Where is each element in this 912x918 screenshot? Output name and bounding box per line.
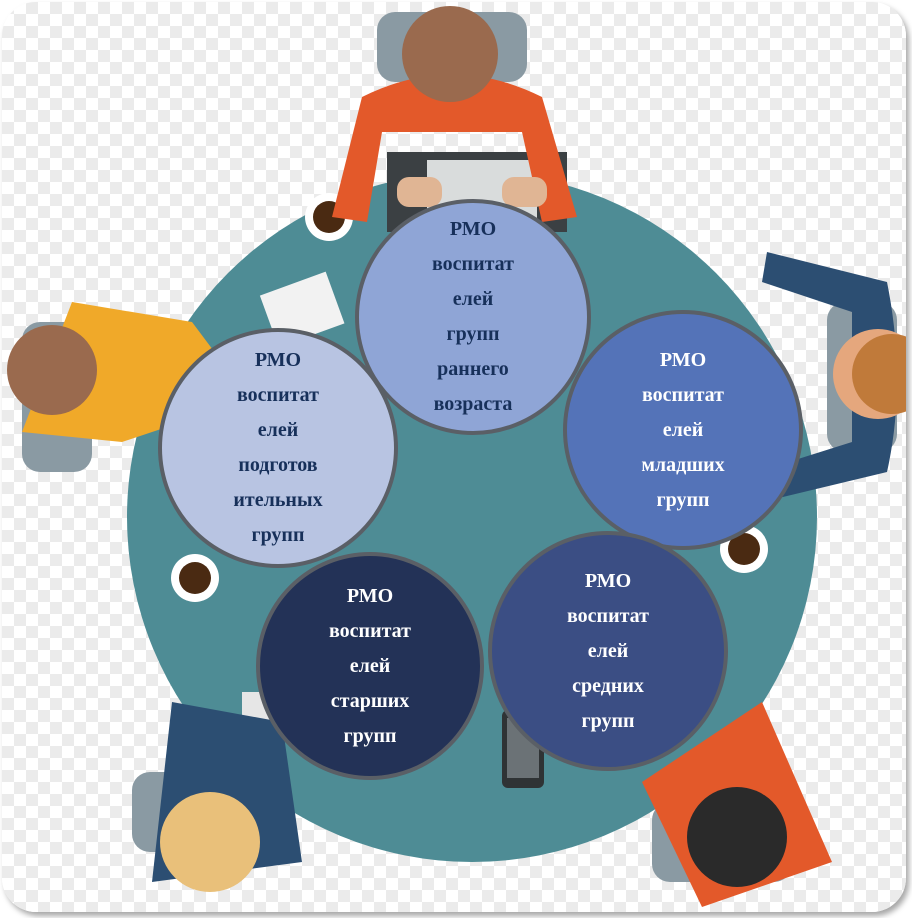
bubble-senior-groups: РМО воспитат елей старших групп xyxy=(256,552,484,780)
bubble-early-age-groups: РМО воспитат елей групп раннего возраста xyxy=(355,199,591,435)
person-right xyxy=(757,252,906,502)
bubble-early-age-groups-label: РМО воспитат елей групп раннего возраста xyxy=(432,218,514,415)
person-bottom-right xyxy=(642,702,832,907)
bubble-middle-groups: РМО воспитат елей средних групп xyxy=(488,531,728,771)
bubble-preparatory-groups-label: РМО воспитат елей подготов ительных груп… xyxy=(233,349,323,546)
bubble-preparatory-groups: РМО воспитат елей подготов ительных груп… xyxy=(158,328,398,568)
person-top xyxy=(332,6,577,222)
bubble-senior-groups-label: РМО воспитат елей старших групп xyxy=(329,584,411,747)
person-bottom-left xyxy=(152,702,302,892)
bubble-middle-groups-label: РМО воспитат елей средних групп xyxy=(567,569,649,732)
bubble-junior-groups-label: РМО воспитат елей младших групп xyxy=(641,348,725,511)
bubble-junior-groups: РМО воспитат елей младших групп xyxy=(563,310,803,550)
